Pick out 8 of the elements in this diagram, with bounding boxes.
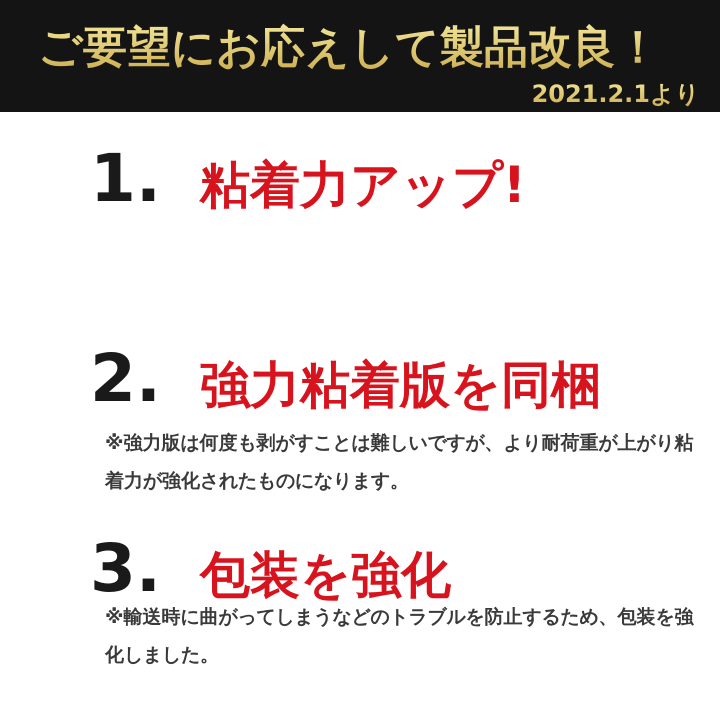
item-number: 2. <box>90 340 161 417</box>
note-text: ※強力版は何度も剥がすことは難しいですが、より耐荷重が上がり粘着力が強化されたものになります。 <box>105 431 694 494</box>
item-heading: 包装を強化 <box>200 545 451 606</box>
item-heading: 粘着力アップ! <box>200 155 526 216</box>
item-heading: 強力粘着版を同梱 <box>200 355 601 416</box>
item-number: 1. <box>90 140 161 217</box>
note-text: ※輸送時に曲がってしまうなどのトラブルを防止するため、包装を強化しました。 <box>105 605 695 668</box>
item-number: 3. <box>90 530 161 607</box>
